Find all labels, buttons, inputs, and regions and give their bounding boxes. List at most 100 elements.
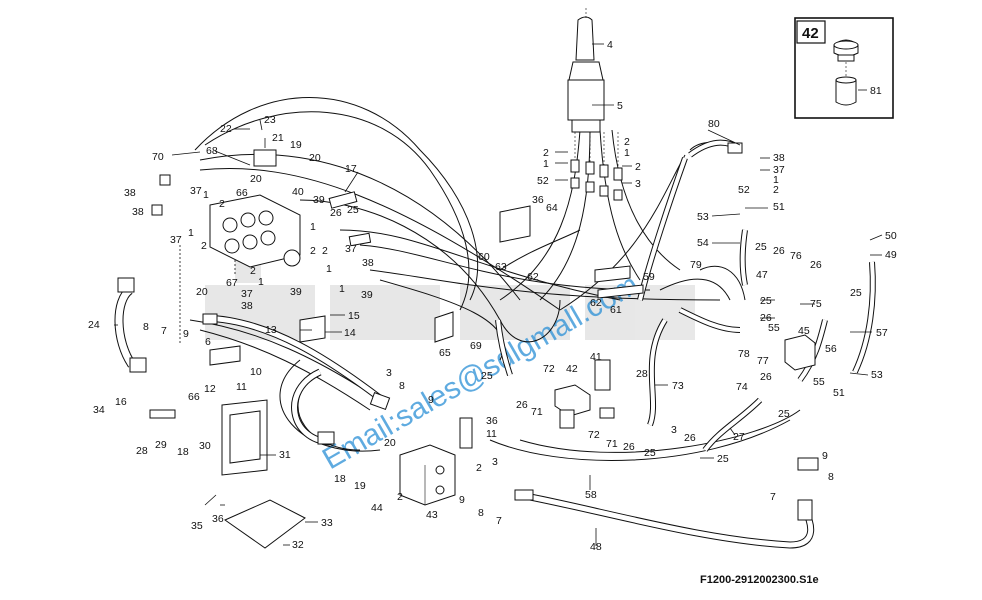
- callout: 78: [738, 348, 750, 360]
- callout: 35: [191, 520, 203, 532]
- callout: 57: [876, 327, 888, 339]
- callout: 4: [607, 39, 613, 51]
- pipe-24: [114, 277, 147, 373]
- callout: 60: [478, 251, 490, 263]
- callout: 8: [828, 471, 834, 483]
- callout: 19: [290, 139, 302, 151]
- callout: 9: [428, 394, 434, 406]
- callout: 42: [566, 363, 578, 375]
- callout: 37: [773, 164, 785, 176]
- shuttle-valve-42: [554, 384, 591, 429]
- callout: 13: [265, 324, 277, 336]
- callout: 25: [347, 204, 359, 216]
- callout: 38: [362, 257, 374, 269]
- callout: 31: [279, 449, 291, 461]
- callout: 7: [161, 325, 167, 337]
- callout: 39: [290, 286, 302, 298]
- callout: 51: [773, 201, 785, 213]
- callout: 37: [170, 234, 182, 246]
- callout: 7: [496, 515, 502, 527]
- callout: 1: [258, 276, 264, 288]
- callout: 1: [203, 189, 209, 201]
- inset-box: 42 81: [794, 17, 894, 119]
- joystick-pilot-valve: [567, 8, 605, 133]
- hose-end-fittings: [151, 142, 819, 521]
- callout: 25: [778, 408, 790, 420]
- callout: 67: [226, 277, 238, 289]
- callout: 2: [635, 161, 641, 173]
- callout: 2: [310, 245, 316, 257]
- callout: 39: [361, 289, 373, 301]
- callout: 28: [136, 445, 148, 457]
- callout: 55: [768, 322, 780, 334]
- callout: 63: [495, 261, 507, 273]
- fittings-column: [570, 132, 623, 201]
- callout: 26: [773, 245, 785, 257]
- callout: 25: [481, 370, 493, 382]
- callout: 1: [310, 221, 316, 233]
- callout: 14: [344, 327, 356, 339]
- callout: 56: [825, 343, 837, 355]
- callout: 40: [292, 186, 304, 198]
- callout: 54: [697, 237, 709, 249]
- callout: 2: [250, 265, 256, 277]
- block-45: [784, 334, 816, 371]
- callout: 1: [624, 147, 630, 159]
- callout: 3: [386, 367, 392, 379]
- callout: 37: [190, 185, 202, 197]
- callout: 1: [326, 263, 332, 275]
- callout: 38: [132, 206, 144, 218]
- callout: 52: [738, 184, 750, 196]
- callout: 45: [798, 325, 810, 337]
- callout: 22: [220, 123, 232, 135]
- callout: 48: [590, 541, 602, 553]
- callout: 17: [345, 163, 357, 175]
- callout: 38: [241, 300, 253, 312]
- callout: 8: [478, 507, 484, 519]
- callout: 71: [531, 406, 543, 418]
- callout: 33: [321, 517, 333, 529]
- callout: 37: [345, 243, 357, 255]
- callout: 59: [643, 271, 655, 283]
- callout: 15: [348, 310, 360, 322]
- callout: 26: [684, 432, 696, 444]
- callout: 26: [623, 441, 635, 453]
- callout: 34: [93, 404, 105, 416]
- callout: 55: [813, 376, 825, 388]
- callout: 20: [250, 173, 262, 185]
- callout: 26: [516, 399, 528, 411]
- callout: 8: [143, 321, 149, 333]
- callout: 72: [588, 429, 600, 441]
- callout: 77: [757, 355, 769, 367]
- callout: 37: [241, 288, 253, 300]
- callout: 61: [610, 304, 622, 316]
- callout: 9: [183, 328, 189, 340]
- callout: 25: [717, 453, 729, 465]
- callout: 41: [590, 351, 602, 363]
- callout: 6: [205, 336, 211, 348]
- valve-block-43: [399, 444, 456, 506]
- callout: 16: [115, 396, 127, 408]
- callout: 58: [585, 489, 597, 501]
- callout: 50: [885, 230, 897, 242]
- callout: 26: [330, 207, 342, 219]
- callout: 18: [177, 446, 189, 458]
- callout: 69: [470, 340, 482, 352]
- callout: 47: [756, 269, 768, 281]
- callout: 68: [206, 145, 218, 157]
- callout: 72: [543, 363, 555, 375]
- callout: 65: [439, 347, 451, 359]
- mounting-brackets: [149, 205, 644, 549]
- callout: 19: [354, 480, 366, 492]
- callout: 20: [384, 437, 396, 449]
- callout: 51: [833, 387, 845, 399]
- callout: 20: [196, 286, 208, 298]
- callout: 11: [486, 428, 497, 440]
- callout: 7: [770, 491, 776, 503]
- callout: 66: [236, 187, 248, 199]
- callout: 1: [773, 174, 779, 186]
- callout: 32: [292, 539, 304, 551]
- callout: 39: [313, 194, 325, 206]
- callout: 1: [188, 227, 194, 239]
